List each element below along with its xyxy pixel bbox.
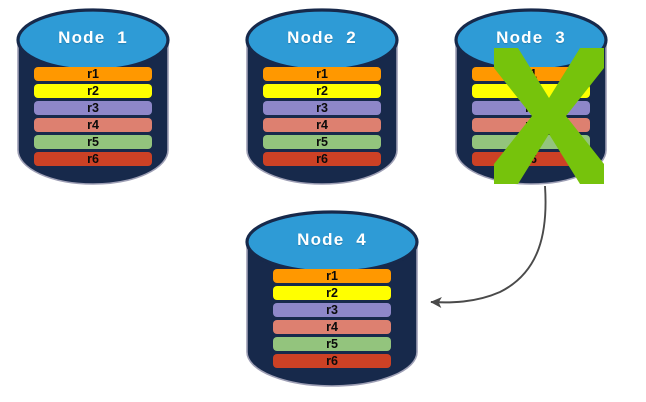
row-bar[interactable]: r4 xyxy=(263,118,381,132)
node-cylinder-node-1[interactable]: Node 1 r1 r2 r3 r4 r5 r6 xyxy=(14,6,172,188)
node-cylinder-node-4[interactable]: Node 4 r1 r2 r3 r4 r5 r6 xyxy=(243,208,421,390)
row-bar[interactable]: r1 xyxy=(263,67,381,81)
row-bar[interactable]: r1 xyxy=(34,67,152,81)
node-cylinder-node-3[interactable]: Node 3 r1 r2 r3 r4 r5 r6 xyxy=(452,6,610,188)
row-label: r3 xyxy=(87,100,99,115)
row-bar[interactable]: r5 xyxy=(34,135,152,149)
row-bar[interactable]: r2 xyxy=(472,84,590,98)
row-bar[interactable]: r6 xyxy=(34,152,152,166)
row-label: r4 xyxy=(316,117,328,132)
row-label: r5 xyxy=(326,336,338,351)
row-bar[interactable]: r3 xyxy=(273,303,391,317)
row-label: r5 xyxy=(525,134,537,149)
row-bar[interactable]: r2 xyxy=(273,286,391,300)
row-bar[interactable]: r6 xyxy=(263,152,381,166)
row-bar[interactable]: r2 xyxy=(263,84,381,98)
row-label: r3 xyxy=(326,302,338,317)
row-bar[interactable]: r3 xyxy=(34,101,152,115)
row-bar[interactable]: r4 xyxy=(34,118,152,132)
row-label: r4 xyxy=(87,117,99,132)
row-label: r6 xyxy=(525,151,537,166)
row-label: r2 xyxy=(87,83,99,98)
row-bar[interactable]: r6 xyxy=(472,152,590,166)
row-label: r1 xyxy=(316,66,328,81)
row-label: r5 xyxy=(87,134,99,149)
row-label: r1 xyxy=(87,66,99,81)
row-bar[interactable]: r1 xyxy=(273,269,391,283)
row-label: r3 xyxy=(316,100,328,115)
row-label: r4 xyxy=(326,319,338,334)
row-bar[interactable]: r3 xyxy=(472,101,590,115)
row-bar[interactable]: r1 xyxy=(472,67,590,81)
row-label: r6 xyxy=(87,151,99,166)
row-list: r1 r2 r3 r4 r5 r6 xyxy=(243,269,421,368)
row-label: r1 xyxy=(326,268,338,283)
row-list: r1 r2 r3 r4 r5 r6 xyxy=(243,67,401,166)
row-list: r1 r2 r3 r4 r5 r6 xyxy=(452,67,610,166)
row-bar[interactable]: r3 xyxy=(263,101,381,115)
row-bar[interactable]: r5 xyxy=(472,135,590,149)
row-label: r2 xyxy=(316,83,328,98)
row-label: r3 xyxy=(525,100,537,115)
row-bar[interactable]: r4 xyxy=(472,118,590,132)
row-bar[interactable]: r6 xyxy=(273,354,391,368)
row-label: r5 xyxy=(316,134,328,149)
row-label: r2 xyxy=(525,83,537,98)
row-label: r6 xyxy=(326,353,338,368)
row-label: r4 xyxy=(525,117,537,132)
row-label: r2 xyxy=(326,285,338,300)
row-bar[interactable]: r4 xyxy=(273,320,391,334)
row-bar[interactable]: r2 xyxy=(34,84,152,98)
node-cylinder-node-2[interactable]: Node 2 r1 r2 r3 r4 r5 r6 xyxy=(243,6,401,188)
row-bar[interactable]: r5 xyxy=(263,135,381,149)
row-label: r1 xyxy=(525,66,537,81)
row-bar[interactable]: r5 xyxy=(273,337,391,351)
row-label: r6 xyxy=(316,151,328,166)
row-list: r1 r2 r3 r4 r5 r6 xyxy=(14,67,172,166)
